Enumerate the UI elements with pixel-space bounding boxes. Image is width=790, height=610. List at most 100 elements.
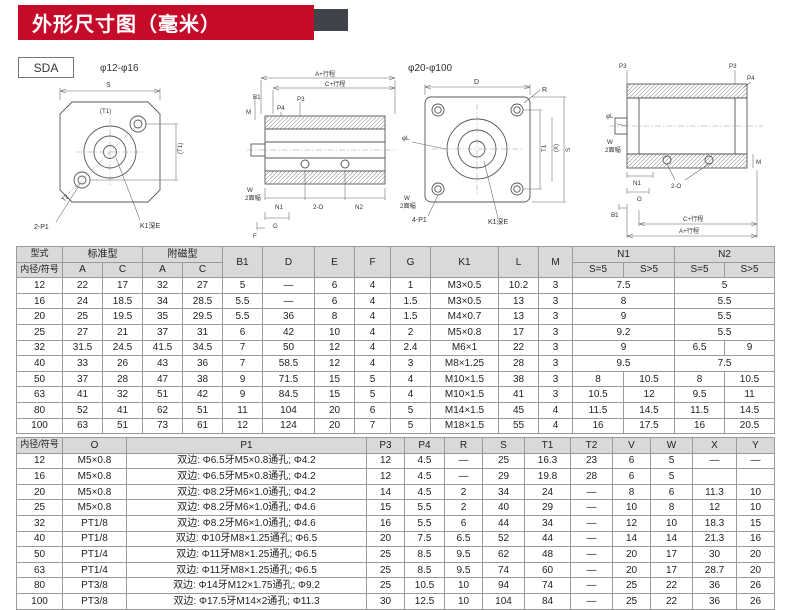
dim-label: 2面幅 bbox=[400, 202, 416, 210]
table-cell: — bbox=[570, 514, 613, 532]
table-cell: — bbox=[692, 452, 737, 470]
table-cell: 28.5 bbox=[182, 292, 223, 310]
table-cell: — bbox=[570, 592, 613, 610]
mount-hole bbox=[510, 182, 524, 196]
table-cell: 19.8 bbox=[524, 468, 571, 485]
dim-label: B1 bbox=[253, 94, 261, 101]
table-cell: 25 bbox=[612, 577, 651, 594]
table-cell: 11.5 bbox=[572, 401, 624, 419]
dim-label: T1 bbox=[541, 144, 548, 152]
table-cell: 25 bbox=[16, 499, 63, 516]
table-cell: PT3/8 bbox=[62, 577, 127, 594]
table-cell: 12 bbox=[314, 355, 355, 372]
dim-label: B1 bbox=[611, 212, 619, 219]
table-cell: 16 bbox=[674, 417, 726, 435]
mount-hole bbox=[510, 103, 524, 117]
table-cell: 15 bbox=[314, 370, 355, 388]
table-cell: 8 bbox=[314, 308, 355, 325]
table-cell: M3×0.5 bbox=[430, 277, 499, 294]
table-cell: 84 bbox=[524, 592, 571, 610]
table-cell: 9.2 bbox=[571, 323, 676, 341]
table-cell: 31.5 bbox=[62, 339, 103, 357]
table-cell: 61 bbox=[182, 417, 223, 435]
table-cell: 9.5 bbox=[444, 546, 483, 563]
table-cell: 30 bbox=[366, 592, 405, 610]
dim-label: φL bbox=[402, 135, 410, 142]
table-cell: 40 bbox=[16, 355, 63, 372]
table-cell: M5×0.8 bbox=[62, 452, 127, 470]
table-cell: 3 bbox=[538, 292, 573, 310]
col-header-sg5: S>5 bbox=[724, 261, 776, 279]
table-cell: 44 bbox=[524, 530, 571, 548]
table-cell: 14 bbox=[612, 530, 651, 548]
dim-label: D bbox=[474, 79, 479, 86]
dim-label: F bbox=[253, 233, 257, 240]
table-cell: 6 bbox=[314, 277, 355, 294]
table-cell: 6 bbox=[314, 292, 355, 310]
table-header-row: 型式 标准型 附磁型 B1 D E F G K1 L M N1 N2 bbox=[16, 245, 776, 279]
table-cell: 8.5 bbox=[404, 546, 445, 563]
table-cell: 42 bbox=[182, 386, 223, 403]
table-cell: 20 bbox=[612, 546, 651, 563]
table-cell: 4 bbox=[390, 386, 431, 403]
table-cell: 15 bbox=[366, 499, 405, 516]
table-cell: 5 bbox=[390, 401, 431, 419]
table-cell: 5.5 bbox=[674, 292, 776, 310]
dim-line-a-stroke bbox=[260, 75, 396, 114]
dim-line-d bbox=[424, 84, 531, 95]
table-cell: PT1/4 bbox=[62, 561, 127, 579]
table-cell: 4.5 bbox=[404, 452, 445, 470]
col-header-s5: S=5 bbox=[674, 261, 726, 279]
table-cell: 74 bbox=[524, 577, 571, 594]
table-cell: — bbox=[570, 483, 613, 501]
table-cell: 94 bbox=[482, 577, 525, 594]
table-cell: 20 bbox=[366, 530, 405, 548]
table-cell: 34 bbox=[482, 483, 525, 501]
table-cell: 20 bbox=[612, 561, 651, 579]
table-cell: 双边: Φ10牙M8×1.25通孔; Φ6.5 bbox=[126, 530, 367, 548]
table-cell bbox=[692, 468, 737, 485]
dim-label: φL bbox=[606, 113, 614, 120]
table-cell: 1.5 bbox=[390, 292, 431, 310]
table-header-row: 内径/符号 O P1 P3 P4 R S T1 T2 V W X Y bbox=[16, 437, 775, 454]
table-cell: 7.5 bbox=[674, 355, 776, 372]
table-cell: 63 bbox=[16, 561, 63, 579]
table-cell: 24 bbox=[62, 292, 103, 310]
table-cell: 3 bbox=[538, 370, 573, 388]
table-cell: 12 bbox=[366, 452, 405, 470]
table-cell: 80 bbox=[16, 577, 63, 594]
table-cell: — bbox=[736, 452, 775, 470]
table-cell: 18.5 bbox=[102, 292, 143, 310]
table-cell: 21.3 bbox=[692, 530, 737, 548]
col-header-d: D bbox=[262, 245, 315, 279]
table-cell: — bbox=[570, 577, 613, 594]
table-cell: 4 bbox=[354, 355, 391, 372]
table-cell: 4 bbox=[354, 277, 391, 294]
table-cell: 4 bbox=[354, 308, 391, 325]
table-cell: 12 bbox=[16, 277, 63, 294]
mount-hole bbox=[431, 103, 445, 117]
table-cell: 22 bbox=[498, 339, 539, 357]
dim-label: (T1) bbox=[177, 143, 184, 154]
table-cell: 52 bbox=[62, 401, 103, 419]
col-header-n1: N1 bbox=[571, 246, 676, 263]
table-cell: 21 bbox=[102, 323, 143, 341]
dim-label: A+行程 bbox=[315, 70, 335, 78]
table-cell: 8 bbox=[571, 292, 676, 310]
table-cell: 2.4 bbox=[390, 339, 431, 357]
table-cell: 9.5 bbox=[571, 355, 676, 372]
col-header-f: F bbox=[354, 245, 391, 279]
dim-label: W bbox=[607, 139, 613, 146]
model-badge: SDA bbox=[18, 57, 74, 78]
table-cell: 8 bbox=[572, 370, 624, 388]
table-cell: 71.5 bbox=[262, 370, 315, 388]
table-cell: M18×1.5 bbox=[430, 417, 499, 435]
table-cell: 25 bbox=[366, 561, 405, 579]
dim-label: (T1) bbox=[100, 108, 111, 115]
table-cell: M5×0.8 bbox=[62, 483, 127, 501]
